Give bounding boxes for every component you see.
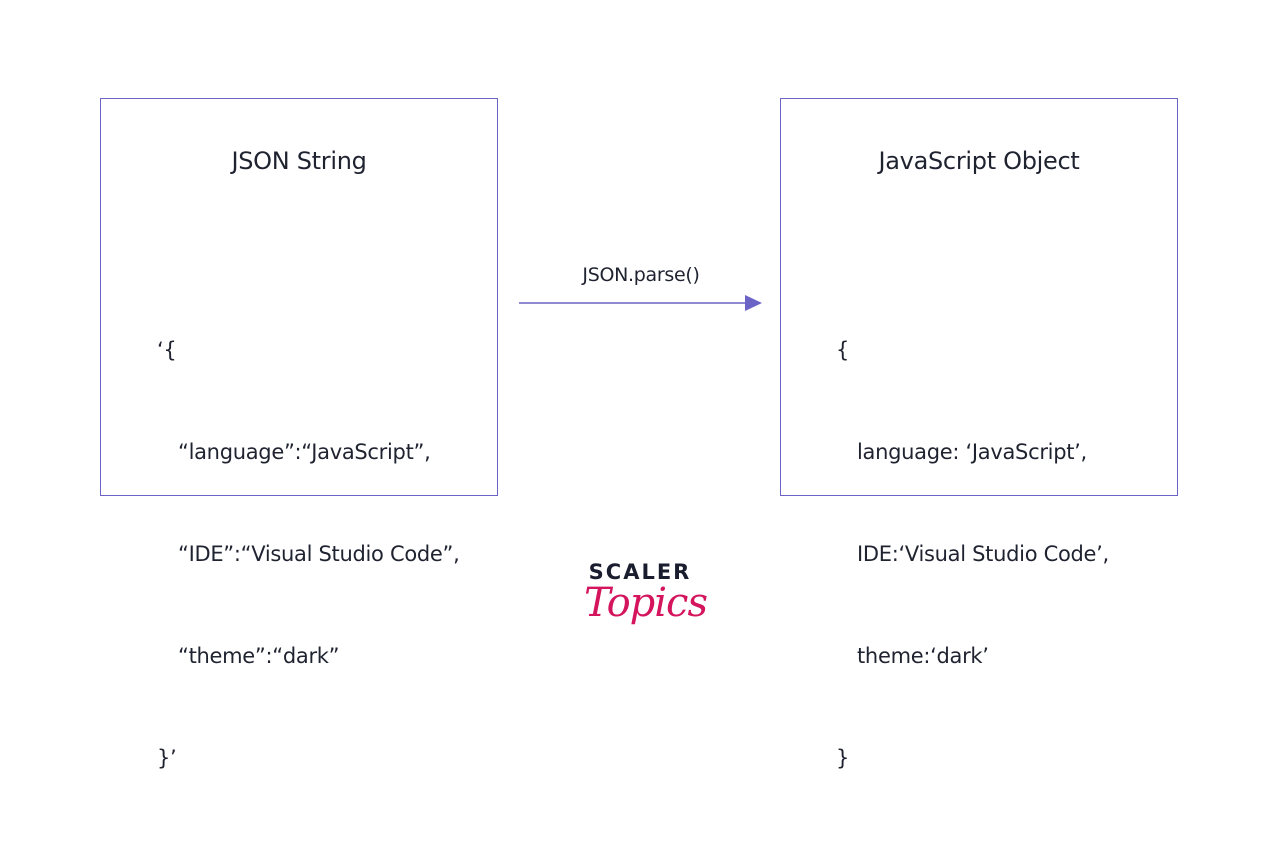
javascript-object-box: JavaScript Object { language: ‘JavaScrip…	[780, 98, 1178, 770]
code-line: language: ‘JavaScript’,	[857, 440, 1087, 464]
logo-wordmark-topics: Topics	[584, 580, 708, 626]
json-string-box: JSON String ‘{ “language”:“JavaScript”, …	[100, 98, 498, 770]
javascript-object-code: { language: ‘JavaScript’, IDE:‘Visual St…	[836, 265, 1109, 843]
code-line: “IDE”:“Visual Studio Code”,	[178, 542, 460, 566]
code-line: IDE:‘Visual Studio Code’,	[857, 542, 1109, 566]
arrow-head	[745, 295, 762, 311]
code-line: theme:‘dark’	[857, 644, 989, 668]
json-string-code: ‘{ “language”:“JavaScript”, “IDE”:“Visua…	[157, 265, 460, 843]
code-line: {	[836, 338, 850, 362]
code-line: }’	[157, 746, 177, 770]
scaler-topics-logo: SCALER Topics	[580, 560, 708, 656]
logo-wordmark-scaler: SCALER	[588, 560, 692, 584]
code-line: }	[836, 746, 850, 770]
code-line: “theme”:“dark”	[178, 644, 340, 668]
code-line: ‘{	[157, 338, 177, 362]
code-line: “language”:“JavaScript”,	[178, 440, 431, 464]
parse-arrow: JSON.parse()	[519, 262, 763, 316]
javascript-object-title: JavaScript Object	[878, 147, 1080, 175]
json-string-title: JSON String	[231, 147, 367, 175]
arrow-right-icon	[519, 295, 762, 311]
parse-arrow-label: JSON.parse()	[582, 264, 700, 286]
